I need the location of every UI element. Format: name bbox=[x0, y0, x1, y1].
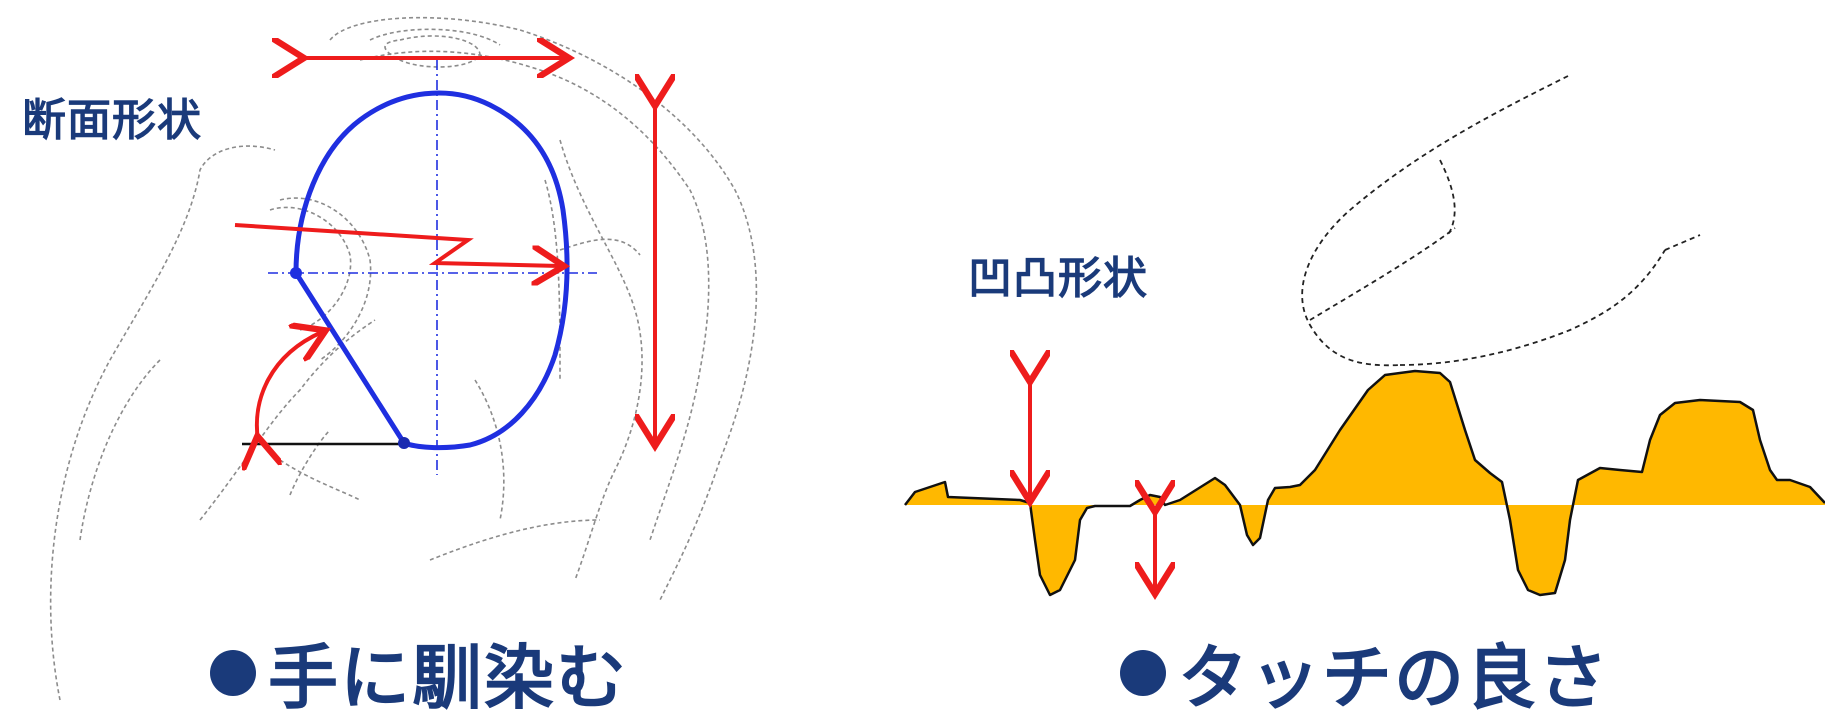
caption-bullet-right bbox=[1120, 649, 1166, 696]
left-caption-text: 手に馴染む bbox=[268, 637, 628, 719]
surface-relief bbox=[904, 369, 1825, 597]
angle-reference-line bbox=[294, 272, 406, 444]
dimension-arrows bbox=[234, 58, 655, 442]
depth-break-arrow bbox=[234, 223, 560, 266]
angle-arc-arrow bbox=[257, 332, 322, 440]
caption-bullet-left bbox=[210, 649, 256, 696]
diagram-canvas bbox=[49, 16, 1825, 701]
profile-point-bottom bbox=[398, 437, 410, 449]
relief-shape-label: 凹凸形状 bbox=[968, 253, 1148, 304]
cross-section-label: 断面形状 bbox=[22, 95, 202, 146]
finger-outline-sketch bbox=[1301, 75, 1701, 367]
left-caption: 手に馴染む bbox=[210, 622, 628, 723]
right-caption: タッチの良さ bbox=[1120, 622, 1610, 723]
right-caption-text: タッチの良さ bbox=[1178, 637, 1610, 719]
profile-curve bbox=[293, 90, 570, 451]
relief-profile bbox=[905, 371, 1825, 595]
relief-arrows bbox=[1030, 378, 1155, 590]
profile-point-left bbox=[290, 267, 302, 279]
relief-outline bbox=[904, 369, 1825, 597]
